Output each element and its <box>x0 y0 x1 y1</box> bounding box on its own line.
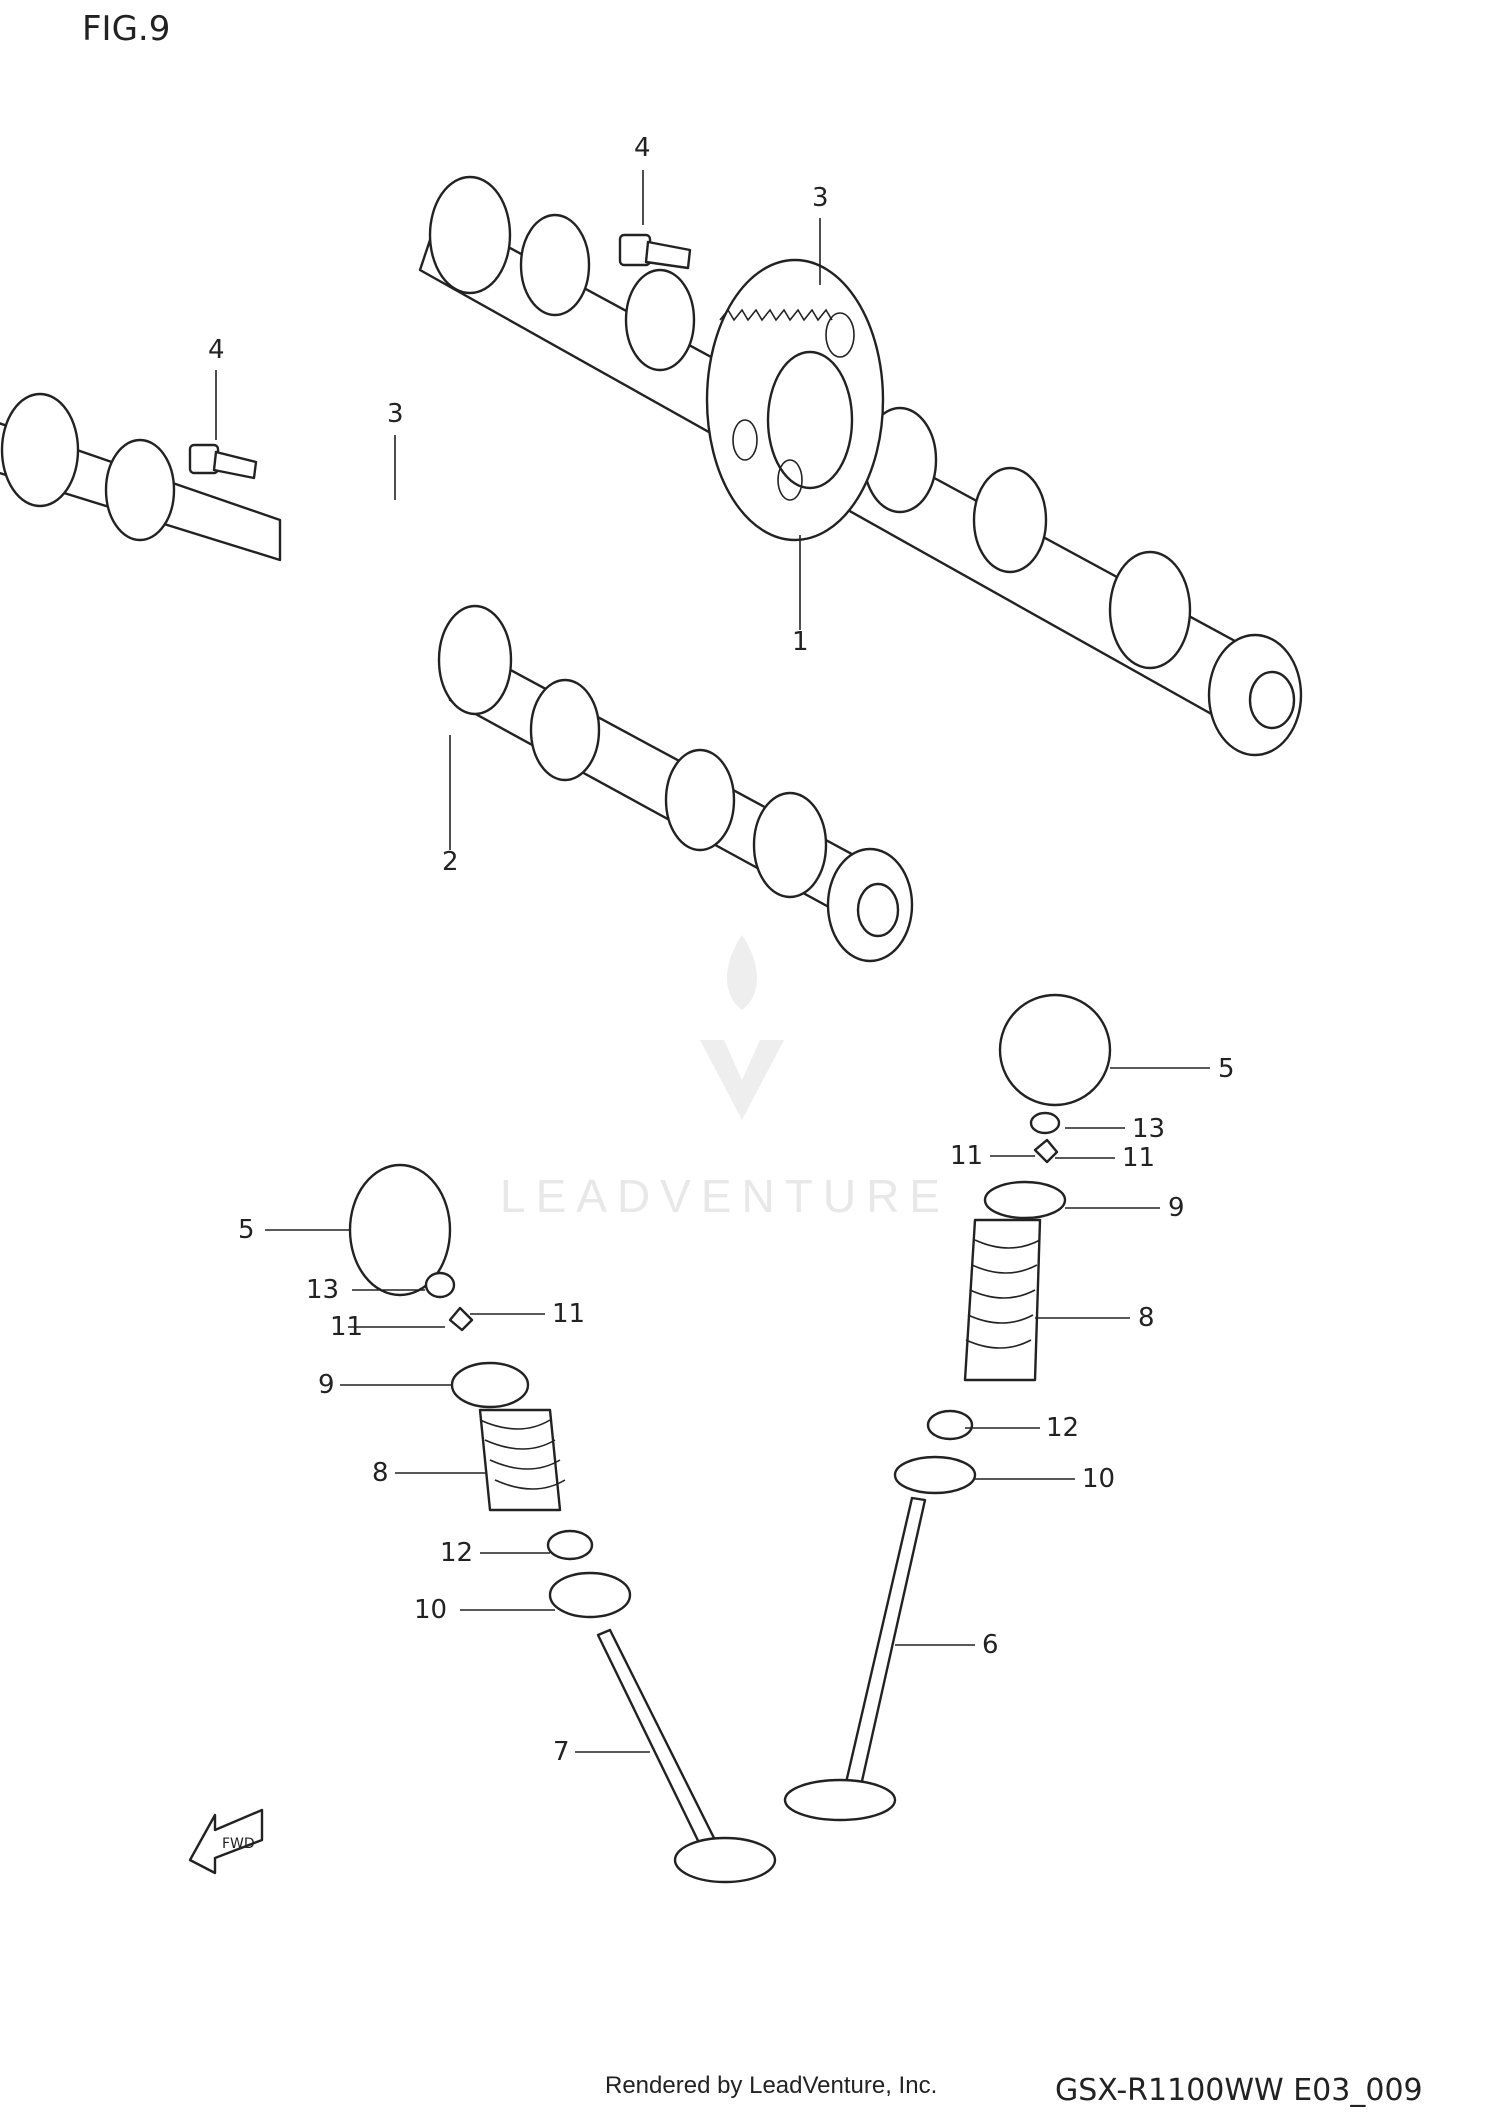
callout-13-left: 13 <box>306 1275 339 1305</box>
valve-assembly-right <box>783 993 1112 1822</box>
fwd-arrow-label: FWD <box>222 1836 255 1852</box>
callout-12-left: 12 <box>440 1538 473 1568</box>
figure-title: FIG.9 <box>82 9 170 49</box>
watermark-text: LEADVENTURE <box>500 1170 950 1222</box>
diagram-code: GSX-R1100WW E03_009 <box>1055 2073 1423 2108</box>
callout-11-right-b: 11 <box>1122 1143 1155 1173</box>
valve-assembly-left <box>348 1163 777 1884</box>
callout-2: 2 <box>442 847 459 877</box>
fwd-arrow: FWD <box>188 1808 264 1875</box>
callout-9-left: 9 <box>318 1370 335 1400</box>
callout-13-right: 13 <box>1132 1114 1165 1144</box>
callout-7: 7 <box>553 1737 570 1767</box>
cam-sprocket-upper <box>705 258 885 542</box>
callout-10-left: 10 <box>414 1595 447 1625</box>
callout-1: 1 <box>792 627 809 657</box>
callout-6: 6 <box>982 1630 999 1660</box>
callout-8-left: 8 <box>372 1458 389 1488</box>
callout-11-left-a: 11 <box>330 1312 363 1342</box>
callout-4-upper: 4 <box>634 133 651 163</box>
callout-3-left: 3 <box>387 399 404 429</box>
callout-9-right: 9 <box>1168 1193 1185 1223</box>
callout-11-left-b: 11 <box>552 1299 585 1329</box>
callout-5-right: 5 <box>1218 1054 1235 1084</box>
rendered-by-credit: Rendered by LeadVenture, Inc. <box>605 2072 937 2099</box>
leadventure-watermark: LEADVENTURE <box>500 935 950 1222</box>
callout-10-right: 10 <box>1082 1464 1115 1494</box>
callout-8-right: 8 <box>1138 1303 1155 1333</box>
camshaft-intake <box>0 392 914 963</box>
callout-5-left: 5 <box>238 1215 255 1245</box>
sprocket-bolt-left <box>188 443 258 480</box>
callout-4-left: 4 <box>208 335 225 365</box>
callout-11-right-a: 11 <box>950 1141 983 1171</box>
sprocket-bolt-upper <box>618 233 692 270</box>
callout-3-upper: 3 <box>812 183 829 213</box>
callout-12-right: 12 <box>1046 1413 1079 1443</box>
